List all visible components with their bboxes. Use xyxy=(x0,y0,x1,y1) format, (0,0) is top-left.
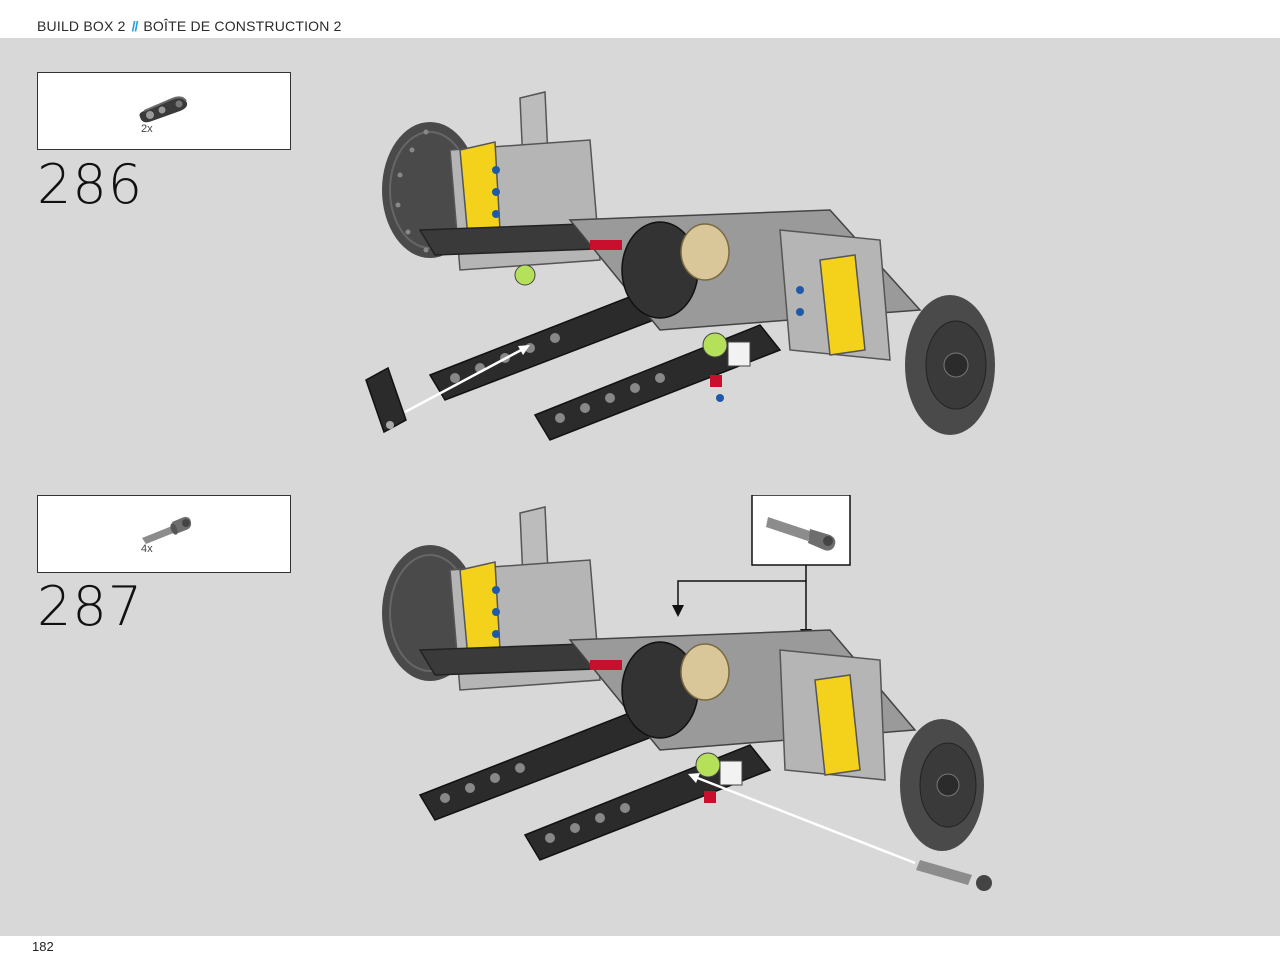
page-header: BUILD BOX 2 //BOÎTE DE CONSTRUCTION 2 xyxy=(0,0,1280,38)
part-quantity-287: 4x xyxy=(141,543,153,555)
insert-arrow xyxy=(404,346,526,414)
header-separator: // xyxy=(131,18,139,34)
part-quantity-286: 2x xyxy=(141,123,153,135)
step-number-286: 286 xyxy=(37,153,144,216)
page-number: 182 xyxy=(32,939,54,954)
pin-part xyxy=(916,860,992,891)
assembly-illustration-286 xyxy=(365,91,995,441)
connector-part xyxy=(365,366,407,434)
step-number-287: 287 xyxy=(37,575,144,638)
parts-callout-287: 4x xyxy=(37,495,291,573)
page-footer: 182 xyxy=(0,936,1280,974)
pin-callout-icon xyxy=(766,517,836,551)
assembly-illustration-287 xyxy=(382,495,992,891)
header-title-left: BUILD BOX 2 xyxy=(37,18,126,34)
connector-part-icon xyxy=(139,96,188,123)
pin-part-icon xyxy=(142,516,192,544)
instruction-stage xyxy=(0,38,1280,936)
callout-leader xyxy=(677,565,807,610)
parts-callout-286: 2x xyxy=(37,72,291,150)
header-title: BUILD BOX 2 //BOÎTE DE CONSTRUCTION 2 xyxy=(37,18,342,34)
insert-arrow xyxy=(694,775,916,865)
header-title-right: BOÎTE DE CONSTRUCTION 2 xyxy=(143,18,342,34)
